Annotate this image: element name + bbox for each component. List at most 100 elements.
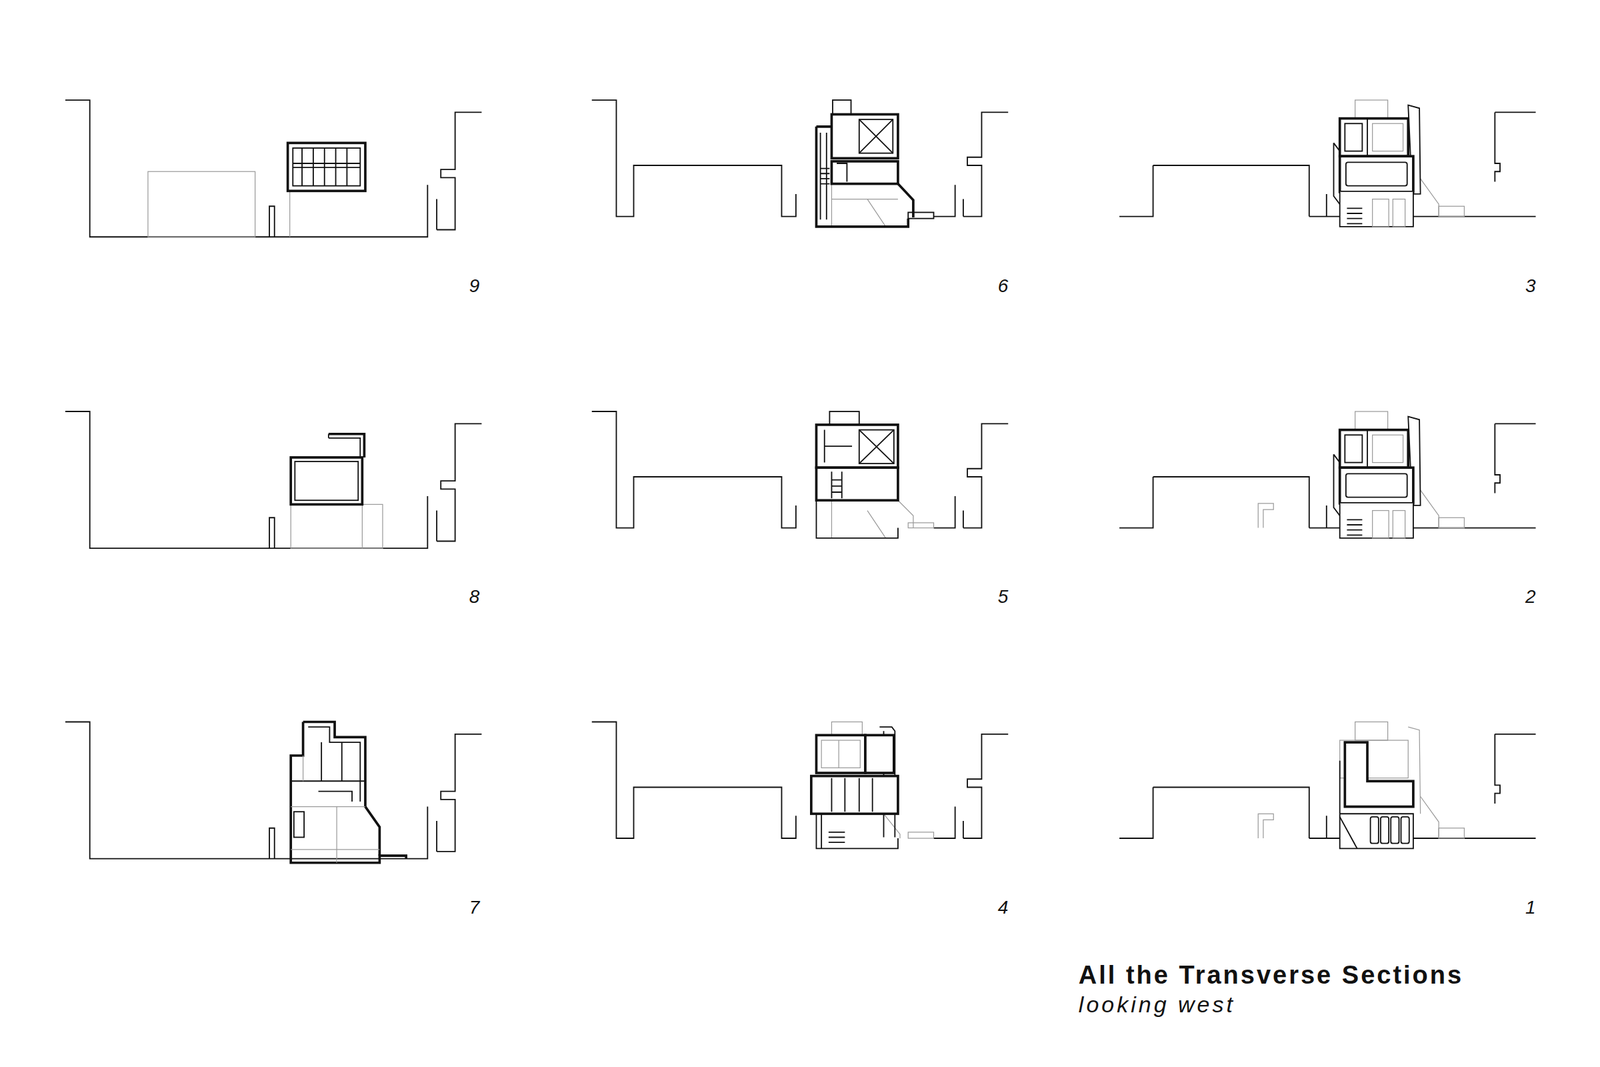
section-three bbox=[1420, 178, 1440, 217]
section-nine bbox=[148, 171, 256, 237]
section-four bbox=[816, 813, 898, 848]
section-four bbox=[831, 778, 872, 812]
section-seven bbox=[290, 721, 406, 862]
section-number: 2 bbox=[1525, 585, 1536, 608]
section-four bbox=[816, 734, 865, 773]
section-five bbox=[824, 430, 894, 464]
section-six bbox=[859, 119, 894, 154]
section-one bbox=[1340, 816, 1358, 848]
section-three bbox=[1340, 156, 1414, 192]
section-seven bbox=[290, 755, 380, 863]
section-three bbox=[1340, 192, 1414, 227]
section-three bbox=[1372, 123, 1404, 151]
site-profile bbox=[1119, 112, 1536, 216]
section-number: 3 bbox=[1525, 274, 1536, 298]
section-number-slot: 7 bbox=[469, 896, 480, 919]
section-five bbox=[816, 424, 898, 468]
section-five bbox=[829, 411, 859, 425]
section-one bbox=[1355, 721, 1388, 740]
diagram-title-slot: All the Transverse Sections bbox=[1078, 960, 1464, 990]
section-five bbox=[816, 500, 898, 538]
section-four bbox=[811, 721, 934, 848]
section-four bbox=[831, 721, 862, 735]
section-four bbox=[838, 740, 840, 768]
section-six bbox=[816, 100, 934, 227]
section-one bbox=[1401, 816, 1410, 844]
section-four bbox=[884, 813, 900, 838]
section-one bbox=[1420, 796, 1440, 838]
section-six bbox=[820, 132, 830, 220]
section-four bbox=[865, 734, 894, 773]
section-four bbox=[828, 832, 845, 842]
diagram-title: All the Transverse Sections bbox=[1078, 960, 1464, 990]
section-number-slot: 4 bbox=[998, 896, 1009, 919]
section-eight bbox=[290, 504, 383, 548]
section-three bbox=[1366, 118, 1368, 157]
section-number: 1 bbox=[1525, 896, 1536, 919]
section-number-slot: 1 bbox=[1525, 896, 1536, 919]
section-one bbox=[1339, 760, 1341, 814]
section-three bbox=[1355, 100, 1388, 119]
section-six bbox=[831, 161, 898, 184]
site-profile bbox=[1153, 165, 1310, 217]
section-six bbox=[831, 184, 898, 227]
section-five bbox=[831, 471, 842, 498]
site-profile bbox=[1153, 476, 1310, 528]
section-nine bbox=[148, 142, 366, 237]
section-three bbox=[1346, 208, 1362, 224]
section-five bbox=[816, 467, 898, 500]
section-number: 7 bbox=[469, 896, 480, 919]
site-profile bbox=[1153, 786, 1310, 838]
diagram-caption-slot: looking west bbox=[1078, 990, 1236, 1018]
section-number-slot: 9 bbox=[469, 274, 480, 298]
section-nine bbox=[292, 148, 360, 186]
section-three bbox=[1334, 100, 1465, 227]
section-six bbox=[908, 212, 934, 218]
site-profile bbox=[592, 721, 1008, 838]
section-number-slot: 6 bbox=[998, 274, 1009, 298]
section-three bbox=[1340, 118, 1409, 157]
site-profile bbox=[65, 100, 482, 237]
site-profile bbox=[1258, 813, 1274, 838]
section-one bbox=[1340, 721, 1465, 848]
site-profile bbox=[65, 411, 482, 548]
site-profile bbox=[1119, 423, 1536, 528]
section-seven bbox=[294, 811, 304, 837]
section-three bbox=[1392, 199, 1405, 227]
section-eight bbox=[328, 434, 365, 458]
section-two bbox=[1334, 411, 1465, 538]
section-number: 5 bbox=[998, 585, 1009, 608]
section-nine bbox=[292, 148, 360, 186]
section-five bbox=[831, 500, 913, 538]
section-seven bbox=[308, 726, 360, 802]
diagram-caption: looking west bbox=[1078, 990, 1236, 1018]
section-eight bbox=[290, 434, 383, 548]
site-profile bbox=[1119, 734, 1536, 838]
section-three bbox=[1372, 199, 1389, 227]
section-six bbox=[836, 163, 847, 182]
section-three bbox=[1438, 206, 1464, 216]
section-number: 6 bbox=[998, 274, 1009, 298]
section-five bbox=[816, 411, 934, 538]
section-eight bbox=[294, 461, 358, 500]
section-number: 9 bbox=[469, 274, 480, 298]
site-profile bbox=[65, 100, 1536, 859]
section-six bbox=[832, 100, 852, 114]
section-number-slot: 8 bbox=[469, 585, 480, 608]
section-one bbox=[1390, 816, 1399, 844]
section-eight bbox=[328, 434, 360, 458]
section-three bbox=[1344, 123, 1362, 151]
section-number-slot: 3 bbox=[1525, 274, 1536, 298]
section-eight bbox=[290, 457, 362, 504]
section-nine bbox=[288, 142, 366, 191]
section-four bbox=[811, 776, 898, 814]
section-six bbox=[859, 119, 894, 154]
site-profile bbox=[65, 721, 482, 858]
section-four bbox=[821, 740, 860, 768]
section-six bbox=[831, 114, 898, 158]
section-seven bbox=[290, 721, 406, 862]
section-number-slot: 5 bbox=[998, 585, 1009, 608]
site-profile bbox=[592, 100, 1008, 217]
